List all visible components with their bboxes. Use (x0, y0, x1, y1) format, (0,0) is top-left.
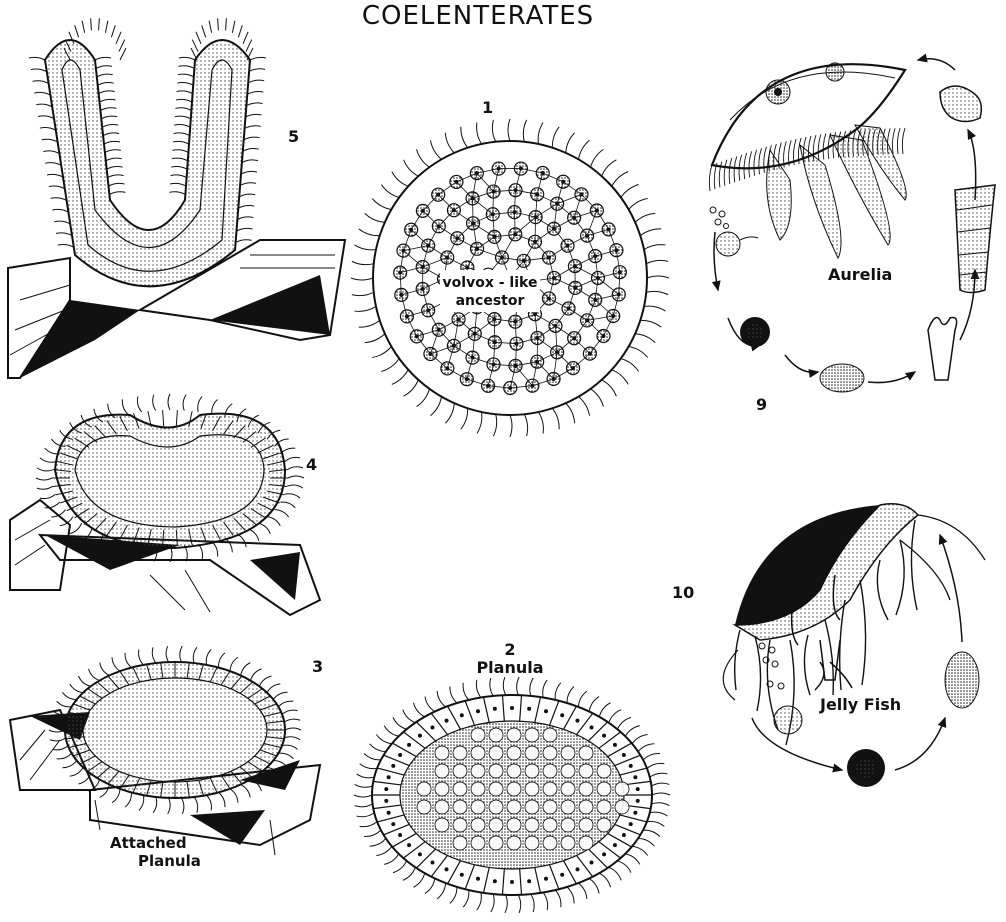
figure-10-number: 10 (672, 583, 694, 602)
figure-5-u-shaped-polyp (8, 18, 345, 378)
figure-1-caption-line1: volvox - like (443, 275, 538, 291)
figure-3-caption-line1: Attached (110, 834, 187, 852)
figure-3-number: 3 (312, 657, 323, 676)
figure-9-aurelia-cycle (604, 59, 995, 392)
figure-1-number: 1 (482, 98, 493, 117)
figure-3-attached-planula (10, 646, 320, 855)
figure-1-caption-line2: ancestor (456, 293, 525, 309)
figure-4-flattened-body (10, 394, 320, 615)
diagram-title: COELENTERATES (362, 1, 594, 31)
figure-5-number: 5 (288, 127, 299, 146)
figure-2-planula (354, 677, 670, 913)
figure-10-jellyfish-cycle (723, 504, 985, 787)
figure-2-number: 2 (504, 640, 515, 659)
figure-10-caption: Jelly Fish (819, 695, 901, 714)
figure-9-number: 9 (756, 395, 767, 414)
figure-4-number: 4 (306, 455, 317, 474)
figure-3-caption-line2: Planula (138, 852, 201, 870)
figure-9-caption: Aurelia (828, 265, 892, 284)
figure-2-caption: Planula (476, 658, 543, 677)
